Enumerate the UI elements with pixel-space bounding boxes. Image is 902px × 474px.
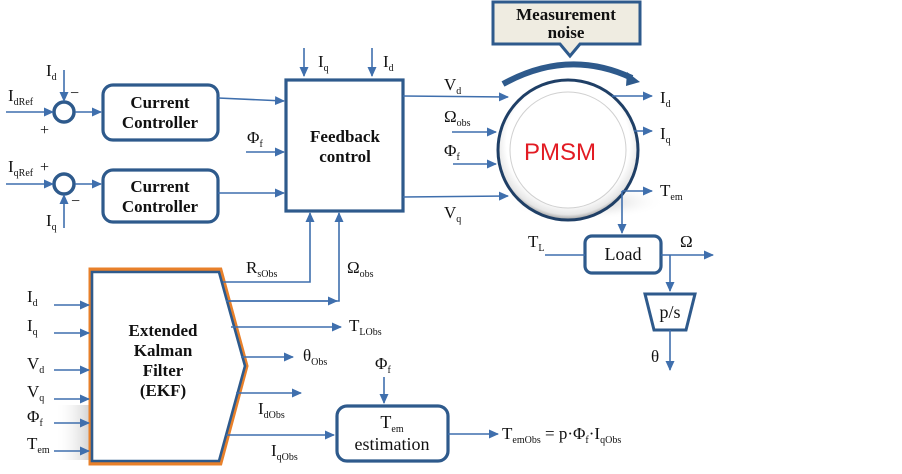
plus-sign: +	[40, 122, 49, 139]
block-label: (EKF)	[140, 381, 186, 400]
wire-rs-obs-to-feedback	[223, 212, 315, 283]
label-id-ref: IdRef	[8, 86, 34, 108]
label-fb-id: Id	[383, 52, 394, 74]
label-omega-obs: Ωobs	[347, 258, 374, 280]
label-fb-phif: Φf	[247, 128, 263, 150]
label-fb-iq: Iq	[318, 52, 329, 74]
label-rs-obs: RsObs	[246, 258, 277, 280]
callout-label: Measurement	[516, 5, 616, 24]
wire-vq	[402, 191, 509, 201]
label-out-tem: Tem	[660, 181, 683, 203]
current-controller-d-block[interactable]: Current Controller	[101, 83, 220, 142]
callout-label: noise	[548, 23, 585, 42]
label-ekf-in-tem: Tem	[27, 434, 50, 456]
label-ekf-in-vq: Vq	[27, 382, 44, 404]
label-est-phif: Φf	[375, 354, 391, 376]
label-ekf-in-phif: Φf	[27, 407, 43, 429]
block-label: Controller	[122, 113, 199, 132]
label-vd: Vd	[444, 75, 461, 97]
label-out-iq: Iq	[660, 124, 671, 146]
label-id-obs: IdObs	[258, 399, 285, 421]
label-id-feedback: Id	[46, 61, 57, 83]
label-omega: Ω	[680, 232, 693, 251]
label-pmsm-omega-obs: Ωobs	[444, 107, 471, 129]
label-iq-feedback: Iq	[46, 211, 57, 233]
noise-arrowhead-icon	[626, 72, 640, 86]
label-pmsm-phif: Φf	[444, 141, 460, 163]
label-iq-obs: IqObs	[271, 441, 298, 463]
label-tl-obs: TLObs	[349, 316, 382, 338]
noise-curved-arrow	[501, 61, 634, 87]
integrator-block[interactable]: p/s	[643, 292, 697, 332]
block-label: Filter	[143, 361, 184, 380]
wire-omega-obs-to-feedback	[226, 212, 344, 302]
label-iq-ref: IqRef	[8, 157, 34, 179]
measurement-noise-callout[interactable]: Measurement noise	[491, 0, 642, 59]
label-theta-obs: θObs	[303, 346, 327, 368]
block-label: Controller	[122, 197, 199, 216]
wire-controller-d-to-feedback	[217, 96, 285, 106]
block-label: control	[319, 147, 371, 166]
minus-sign: −	[70, 85, 79, 102]
load-block[interactable]: Load	[583, 234, 663, 275]
label-theta: θ	[651, 347, 659, 366]
label-ekf-in-iq: Iq	[27, 316, 38, 338]
block-label: Kalman	[134, 341, 193, 360]
tem-estimation-block[interactable]: Tem estimation	[335, 404, 450, 463]
plus-sign: +	[40, 159, 49, 176]
pmsm-block[interactable]: PMSM	[496, 78, 665, 222]
current-controller-q-block[interactable]: Current Controller	[101, 168, 220, 224]
block-label: Tem	[380, 412, 403, 435]
minus-sign: −	[71, 193, 80, 210]
wire-vd	[402, 92, 509, 102]
label-tl: TL	[528, 232, 545, 254]
block-label: Current	[130, 177, 190, 196]
label-vq: Vq	[444, 203, 461, 225]
block-label: Extended	[129, 321, 199, 340]
block-label: Current	[130, 93, 190, 112]
block-label: Feedback	[310, 127, 380, 146]
label-ekf-in-vd: Vd	[27, 354, 44, 376]
ekf-block[interactable]: Extended Kalman Filter (EKF)	[88, 267, 249, 466]
feedback-control-block[interactable]: Feedback control	[284, 78, 405, 213]
tem-obs-equation: TemObs = p·Φf·IqObs	[502, 424, 621, 446]
block-label: p/s	[659, 302, 680, 322]
pmsm-label: PMSM	[524, 139, 596, 166]
label-out-id: Id	[660, 88, 671, 110]
block-label: Load	[605, 244, 642, 264]
label-ekf-in-id: Id	[27, 287, 38, 309]
summing-junction-d: − +	[40, 85, 79, 139]
block-label: estimation	[355, 434, 430, 454]
